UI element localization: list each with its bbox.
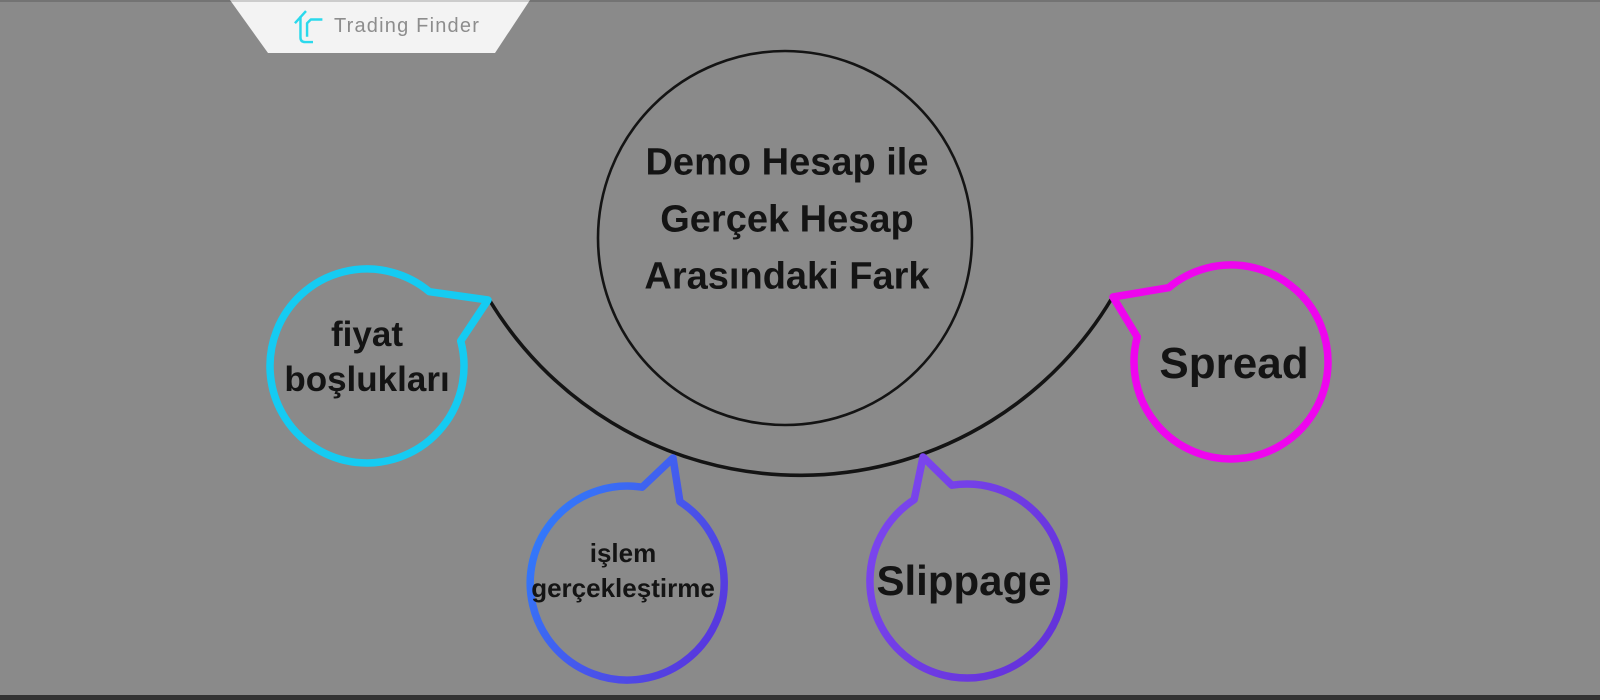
label-slippage-line-1: Slippage [876,557,1052,604]
bubble-slippage [866,453,1068,682]
bubble-spread [1109,261,1332,463]
center-circle [596,49,974,427]
label-spread-line-1: Spread [1159,339,1309,388]
label-fiyat-bosluklari: fiyat boşlukları [284,312,449,402]
label-slippage: Slippage [876,557,1051,605]
bubble-islem-gerceklestirme [526,454,728,684]
trading-finder-logo-icon [293,9,323,43]
center-title-line-3: Arasındaki Fark [644,255,930,298]
label-fiyat-line-2: boşlukları [284,360,450,399]
label-fiyat-line-1: fiyat [331,315,403,354]
connector-arc [488,296,1114,478]
bottom-dark-bar [0,695,1600,700]
label-spread: Spread [1159,339,1308,389]
label-islem-gerceklestirme: işlem gerçekleştirme [531,536,715,606]
label-islem-line-1: işlem [589,538,657,568]
bubble-fiyat-bosluklari [266,265,492,467]
label-islem-line-2: gerçekleştirme [531,573,715,603]
center-title: Demo Hesap ile Gerçek Hesap Arasındaki F… [644,135,929,306]
top-edge-shade [0,0,1600,2]
center-title-line-1: Demo Hesap ile [645,141,929,184]
brand-name: Trading Finder [333,15,481,37]
brand-badge: Trading Finder [230,0,530,53]
center-title-line-2: Gerçek Hesap [660,198,914,241]
brand-badge-content: Trading Finder [292,8,480,46]
